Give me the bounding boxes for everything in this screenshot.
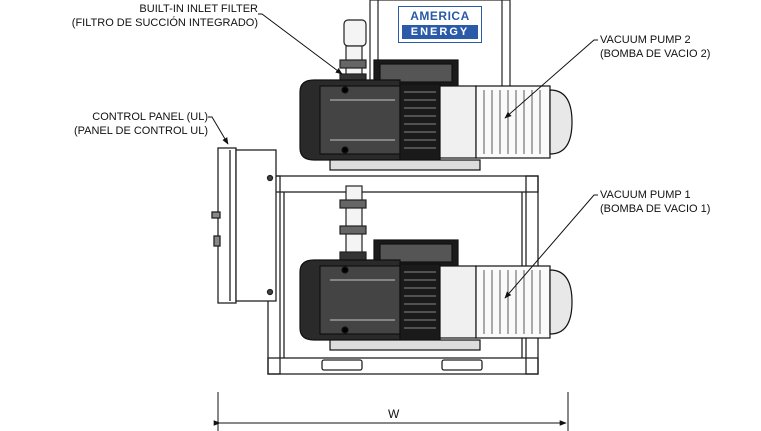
leader-lines (208, 13, 598, 299)
leader-pump-1 (504, 194, 598, 299)
logo-line-1: AMERICA (410, 9, 470, 23)
callout-pump-2: VACUUM PUMP 2 (BOMBA DE VACIO 2) (600, 33, 710, 61)
pump-2-label-en: VACUUM PUMP 2 (600, 34, 691, 46)
pump-1-label-en: VACUUM PUMP 1 (600, 189, 691, 201)
callout-inlet-filter: BUILT-IN INLET FILTER (FILTRO DE SUCCIÓN… (32, 2, 258, 30)
vacuum-pump-1 (299, 239, 573, 351)
america-energy-logo: AMERICA ENERGY (398, 6, 482, 43)
callout-pump-1: VACUUM PUMP 1 (BOMBA DE VACIO 1) (600, 188, 710, 216)
control-panel-box (211, 147, 277, 304)
leader-control-panel (208, 116, 229, 145)
dimension-w (213, 392, 569, 431)
callout-control-panel: CONTROL PANEL (UL) (PANEL DE CONTROL UL) (60, 110, 208, 138)
vacuum-pump-2 (299, 59, 573, 171)
leader-pump-2 (504, 39, 598, 119)
inlet-filter-label-en: BUILT-IN INLET FILTER (139, 3, 258, 15)
logo-line-2: ENERGY (402, 25, 478, 39)
pump-2-label-es: (BOMBA DE VACIO 2) (600, 48, 711, 60)
inlet-piping (339, 19, 367, 267)
inlet-filter-label-es: (FILTRO DE SUCCIÓN INTEGRADO) (71, 17, 258, 29)
width-dimension-label: W (388, 407, 400, 421)
control-panel-label-es: (PANEL DE CONTROL UL) (73, 125, 208, 137)
control-panel-label-en: CONTROL PANEL (UL) (92, 111, 208, 123)
leader-inlet-filter (258, 13, 343, 75)
pump-1-label-es: (BOMBA DE VACIO 1) (600, 203, 711, 215)
